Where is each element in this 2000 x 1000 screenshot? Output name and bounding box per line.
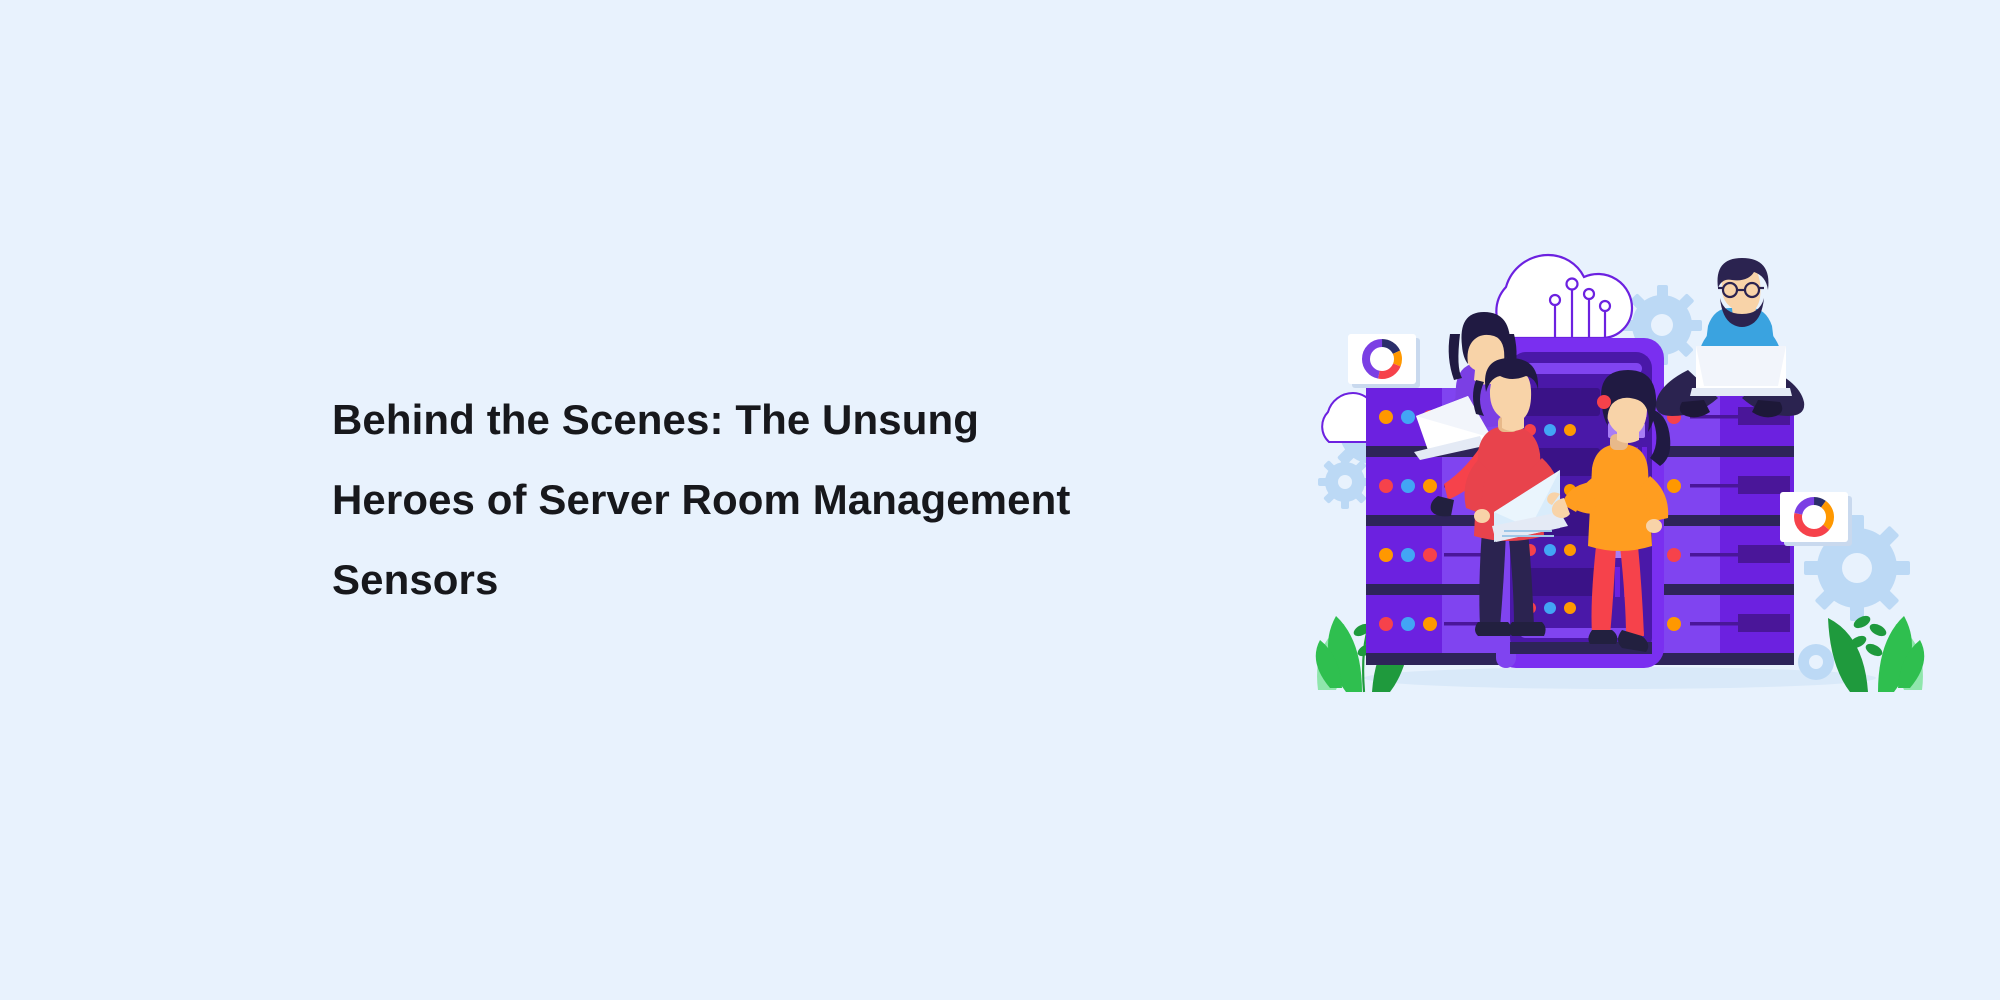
page-title: Behind the Scenes: The Unsung Heroes of … bbox=[332, 396, 1071, 603]
cloud-large bbox=[1495, 253, 1634, 340]
person-man-standing-laptop bbox=[1464, 358, 1568, 636]
analytics-card-left bbox=[1348, 334, 1420, 388]
gear-small-right bbox=[1798, 644, 1834, 680]
ground-shadow bbox=[1364, 667, 1876, 689]
donut-chart-left bbox=[1362, 339, 1402, 379]
server-room-management-illustration bbox=[1315, 253, 1925, 693]
hero-illustration bbox=[1310, 230, 1930, 700]
person-woman-pointing bbox=[1547, 370, 1671, 652]
plant-right bbox=[1828, 615, 1925, 692]
gear-small-left bbox=[1318, 455, 1372, 509]
rack-unit bbox=[1654, 526, 1794, 595]
person-man-crosslegged-laptop bbox=[1655, 258, 1805, 418]
hero-title-block: Behind the Scenes: The Unsung Heroes of … bbox=[332, 380, 1272, 620]
analytics-card-right bbox=[1780, 492, 1852, 546]
rack-unit bbox=[1654, 595, 1794, 665]
donut-chart-right bbox=[1794, 497, 1834, 537]
server-rack-right bbox=[1654, 388, 1794, 665]
rack-unit bbox=[1654, 457, 1794, 526]
